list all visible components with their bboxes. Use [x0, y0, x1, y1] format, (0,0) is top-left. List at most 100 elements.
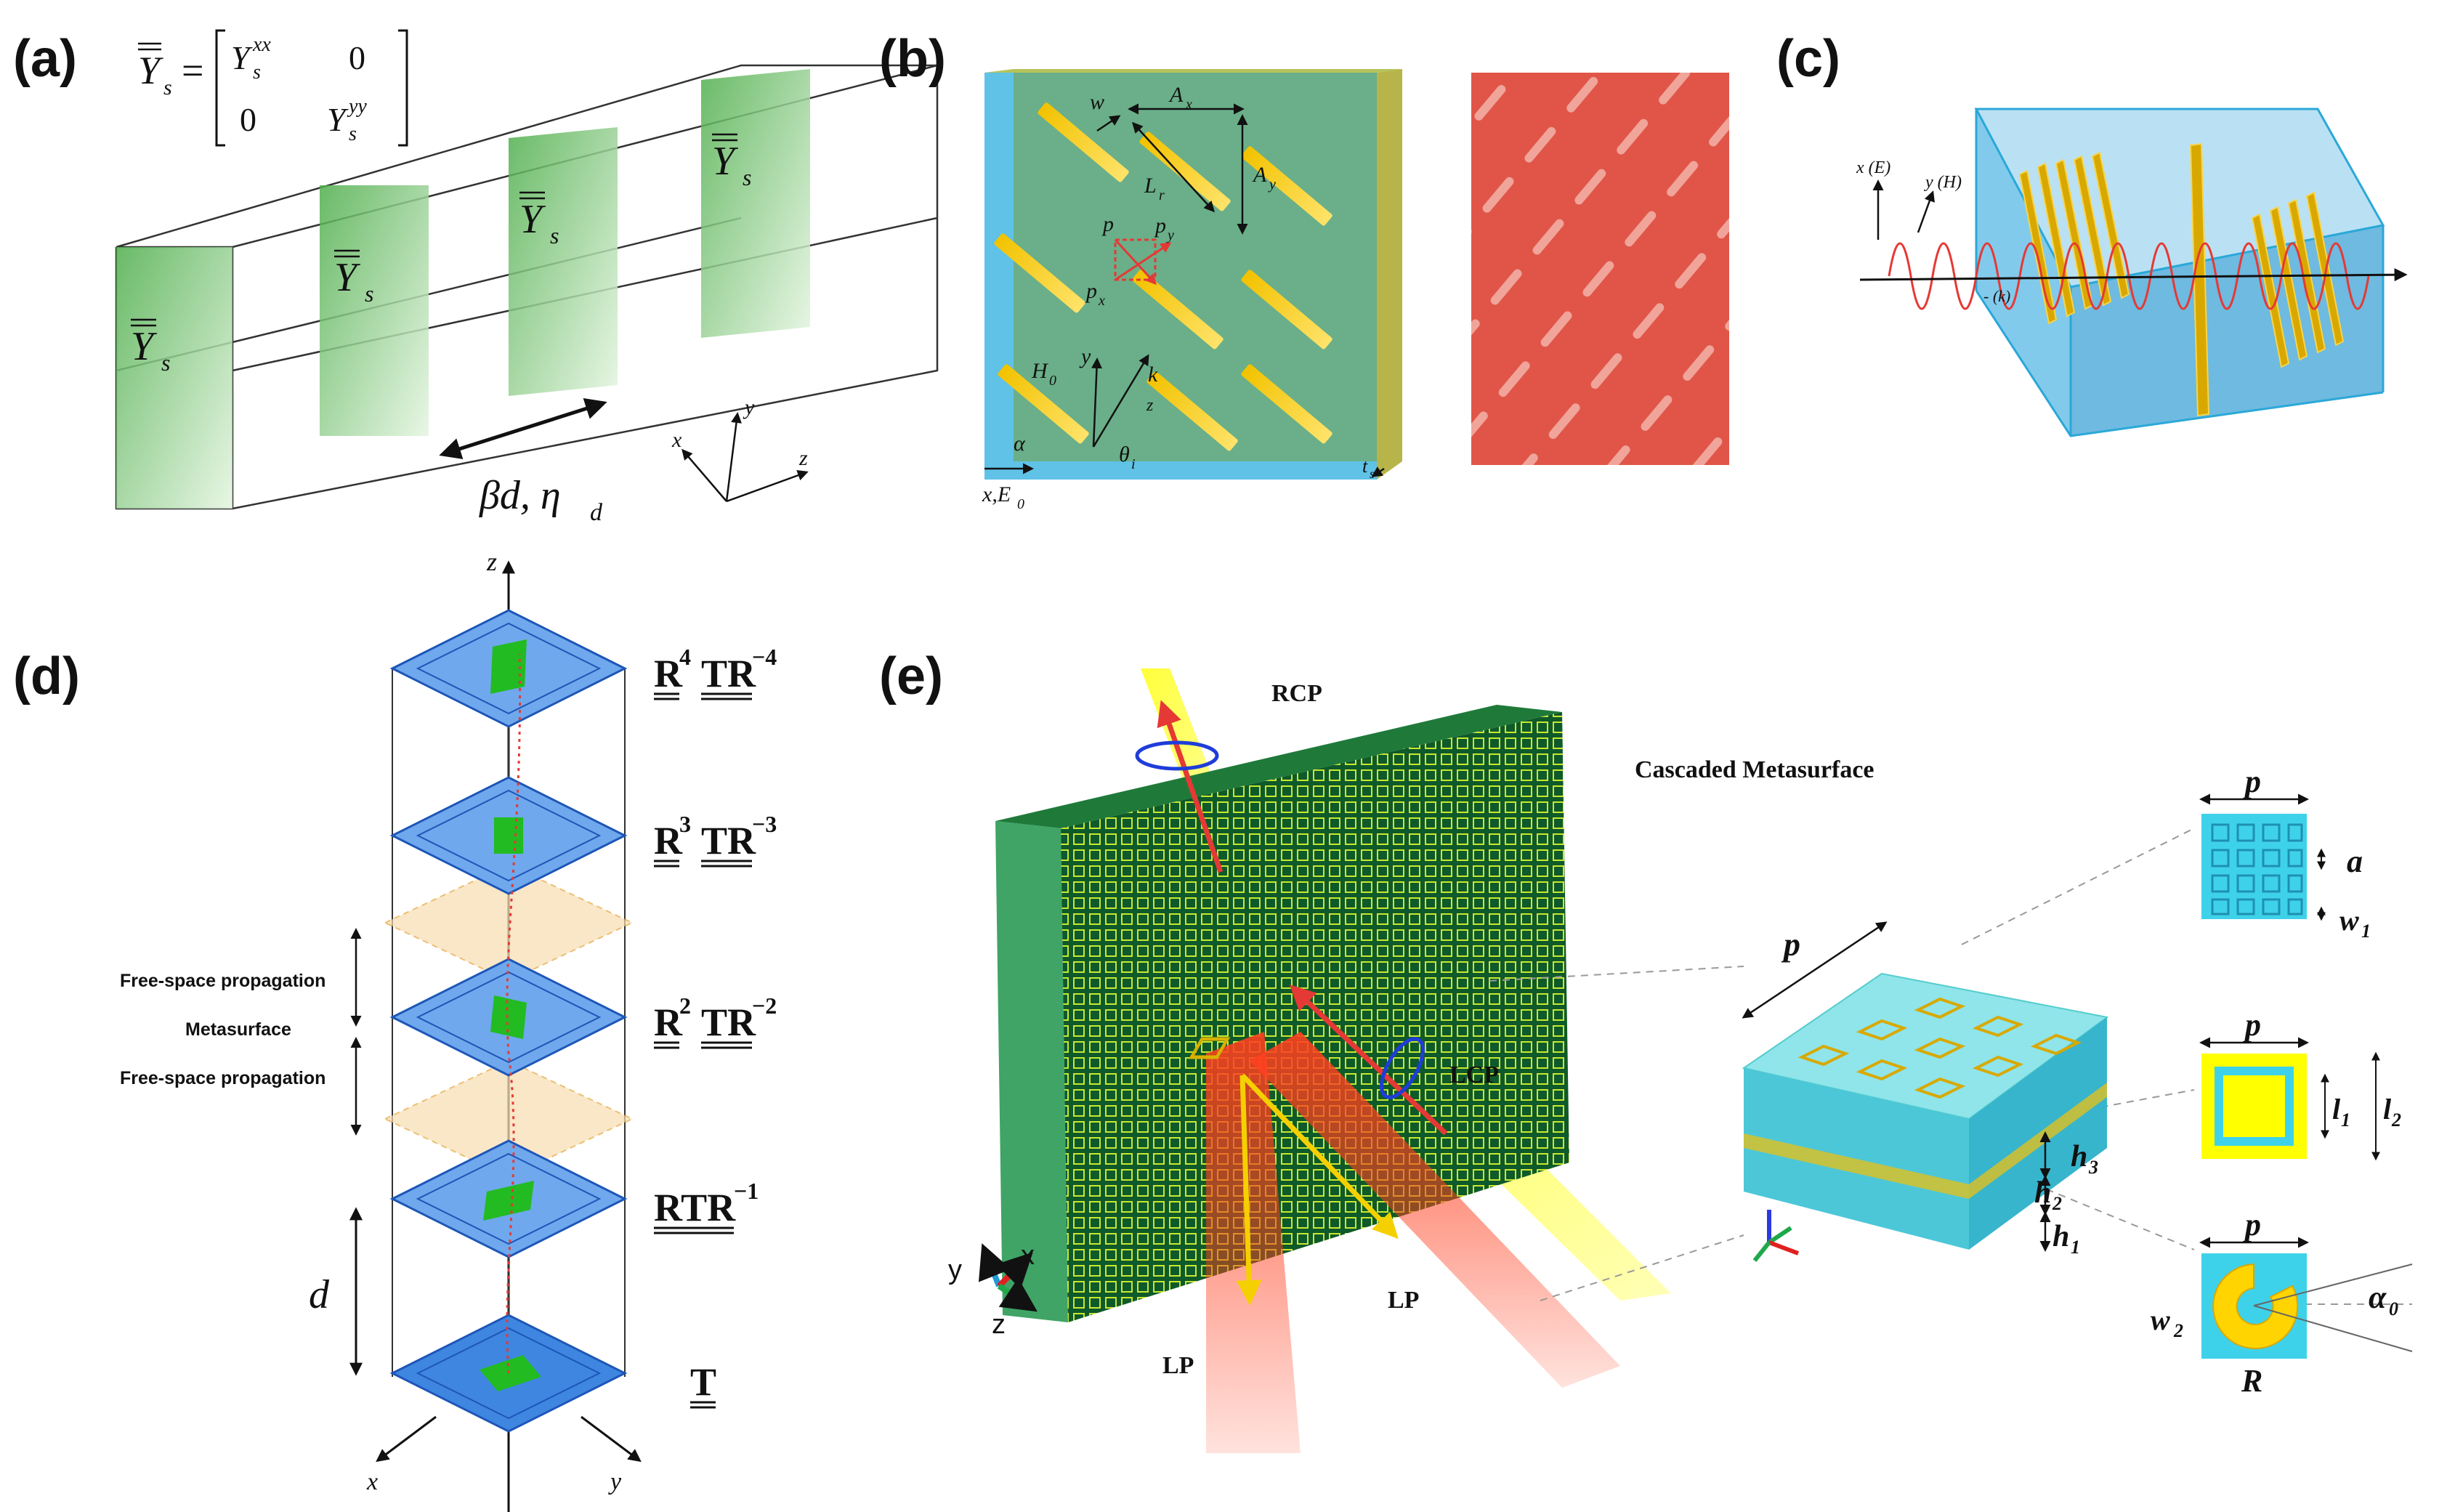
- dim-z: z: [1146, 396, 1154, 415]
- dim-Ax-sub: x: [1185, 97, 1192, 113]
- dim-w1-sub: 1: [2361, 921, 2371, 942]
- dim-w1: w: [2339, 904, 2359, 937]
- sheet-4-label: Y: [712, 139, 739, 184]
- eq-3-base: R: [654, 819, 683, 862]
- eq-2-mid: TR: [701, 1000, 756, 1044]
- label-lp-1: LP: [1388, 1287, 1419, 1314]
- eq-1-base: RTR: [654, 1186, 736, 1229]
- propagation-label: βd, η: [479, 473, 561, 518]
- dim-py: p: [1154, 214, 1166, 238]
- eq-4-mid: TR: [701, 652, 756, 695]
- eq-2-base: R: [654, 1000, 683, 1044]
- dim-theta-sub: i: [1131, 456, 1136, 472]
- dim-d: d: [309, 1272, 330, 1317]
- dim-ts: t: [1362, 456, 1368, 477]
- eq-3-sup2: −3: [752, 811, 777, 837]
- sheet-1-sub: s: [161, 349, 170, 376]
- dim-p-2: p: [2242, 1007, 2261, 1043]
- label-lcp: LCP: [1449, 1062, 1499, 1088]
- dim-h3-sub: 3: [2088, 1157, 2098, 1178]
- note-metasurface: Metasurface: [185, 1019, 291, 1040]
- axis-d-y: y: [608, 1468, 622, 1495]
- matrix-m12: 0: [349, 39, 365, 76]
- panel-b: (b): [879, 30, 1729, 512]
- matrix-lhs-sub: s: [163, 76, 172, 100]
- sheet-4-sub: s: [743, 164, 751, 190]
- dim-p: p: [1101, 212, 1114, 236]
- eq-2-sup: 2: [679, 992, 691, 1019]
- axis-a-x: x: [671, 428, 682, 452]
- dim-h3: h: [2071, 1140, 2087, 1173]
- note-free-space-2: Free-space propagation: [120, 1068, 325, 1088]
- dim-Ax: A: [1168, 83, 1184, 107]
- layer-mid-cell: p l 1 l 2: [2199, 1007, 2401, 1161]
- axis-d-z: z: [486, 547, 497, 576]
- eq-4-base: R: [654, 652, 683, 695]
- label-lp-2: LP: [1162, 1352, 1194, 1379]
- axis-d-x: x: [366, 1468, 378, 1495]
- matrix-m11-sub: s: [253, 61, 261, 84]
- axis-c-xE: x (E): [1856, 158, 1890, 177]
- matrix-m11-sup: xx: [252, 33, 271, 56]
- lp-beam-1: [1206, 1032, 1301, 1453]
- eq-4-sup: 4: [679, 644, 691, 670]
- metasurface-stack: [389, 609, 628, 1433]
- axis-c-yH: y (H): [1924, 173, 1962, 192]
- dim-alpha0-sub: 0: [2389, 1298, 2398, 1319]
- dim-Lr-sub: r: [1159, 187, 1165, 203]
- dim-H0-sub: 0: [1049, 373, 1056, 389]
- dim-l1: l: [2332, 1093, 2341, 1125]
- dim-l2-sub: 2: [2391, 1109, 2401, 1131]
- axes-triad-a: y x z: [671, 395, 809, 503]
- level-equations: R 4 TR −4 R 3 TR −3 R 2 TR −2 RTR −1 T: [654, 644, 777, 1404]
- wave-E: [1888, 242, 2370, 310]
- dim-xE0-sub: 0: [1017, 496, 1024, 512]
- panel-b-label: (b): [879, 30, 946, 88]
- matrix-m11: Y: [231, 39, 253, 76]
- fabricated-sample: [1471, 73, 1729, 465]
- eq-2-sup2: −2: [752, 992, 777, 1019]
- dim-l1-sub: 1: [2341, 1109, 2350, 1131]
- dim-Ay: A: [1252, 163, 1267, 187]
- axis-a-z: z: [798, 446, 808, 470]
- eq-4-sup2: −4: [752, 644, 777, 670]
- gold-bars: [994, 102, 1332, 451]
- dim-p-1: p: [2242, 764, 2261, 799]
- panel-d: (d) z: [13, 547, 777, 1512]
- dim-p-3: p: [2242, 1207, 2261, 1242]
- slab-e-side: [995, 821, 1068, 1322]
- matrix-m22-sub: s: [349, 123, 357, 145]
- lp-beam-2: [1250, 1032, 1620, 1388]
- dim-px: p: [1085, 279, 1097, 303]
- dim-h2: h: [2034, 1176, 2051, 1210]
- panel-a-label: (a): [13, 30, 77, 88]
- panel-e-label: (e): [879, 647, 943, 706]
- axis-e-x: x: [1021, 1240, 1035, 1271]
- sheet-3-sub: s: [550, 222, 559, 248]
- axis-e-y: y: [948, 1255, 962, 1285]
- dim-h2-sub: 2: [2052, 1193, 2062, 1214]
- dim-h1: h: [2052, 1220, 2069, 1253]
- panel-a: (a) Y Y Y Y s s s s: [13, 29, 939, 526]
- dim-Lr: L: [1144, 174, 1157, 198]
- layer-top-cell: p a w 1: [2199, 764, 2371, 942]
- eq-3-sup: 3: [679, 811, 691, 837]
- dim-H0: H: [1031, 359, 1049, 383]
- label-rcp: RCP: [1271, 680, 1322, 707]
- dim-alpha: α: [1014, 432, 1026, 456]
- dim-py-sub: y: [1166, 227, 1174, 243]
- dim-R: R: [2241, 1363, 2262, 1399]
- cube-left: [1976, 109, 2071, 436]
- dim-Ay-sub: y: [1268, 177, 1276, 193]
- panel-e: (e) RCP LCP LP LP Cascaded Metasurface: [879, 647, 2413, 1453]
- dim-w2-sub: 2: [2173, 1320, 2183, 1341]
- panel-d-label: (d): [13, 647, 80, 706]
- dim-e-p: p: [1781, 926, 1800, 963]
- slab-side: [1377, 69, 1402, 480]
- dim-alpha0: α: [2369, 1279, 2387, 1315]
- note-free-space-1: Free-space propagation: [120, 971, 325, 991]
- slab-e-top: [995, 705, 1562, 828]
- dim-ts-sub: s: [1370, 466, 1375, 481]
- slab-e-front: [1061, 712, 1569, 1322]
